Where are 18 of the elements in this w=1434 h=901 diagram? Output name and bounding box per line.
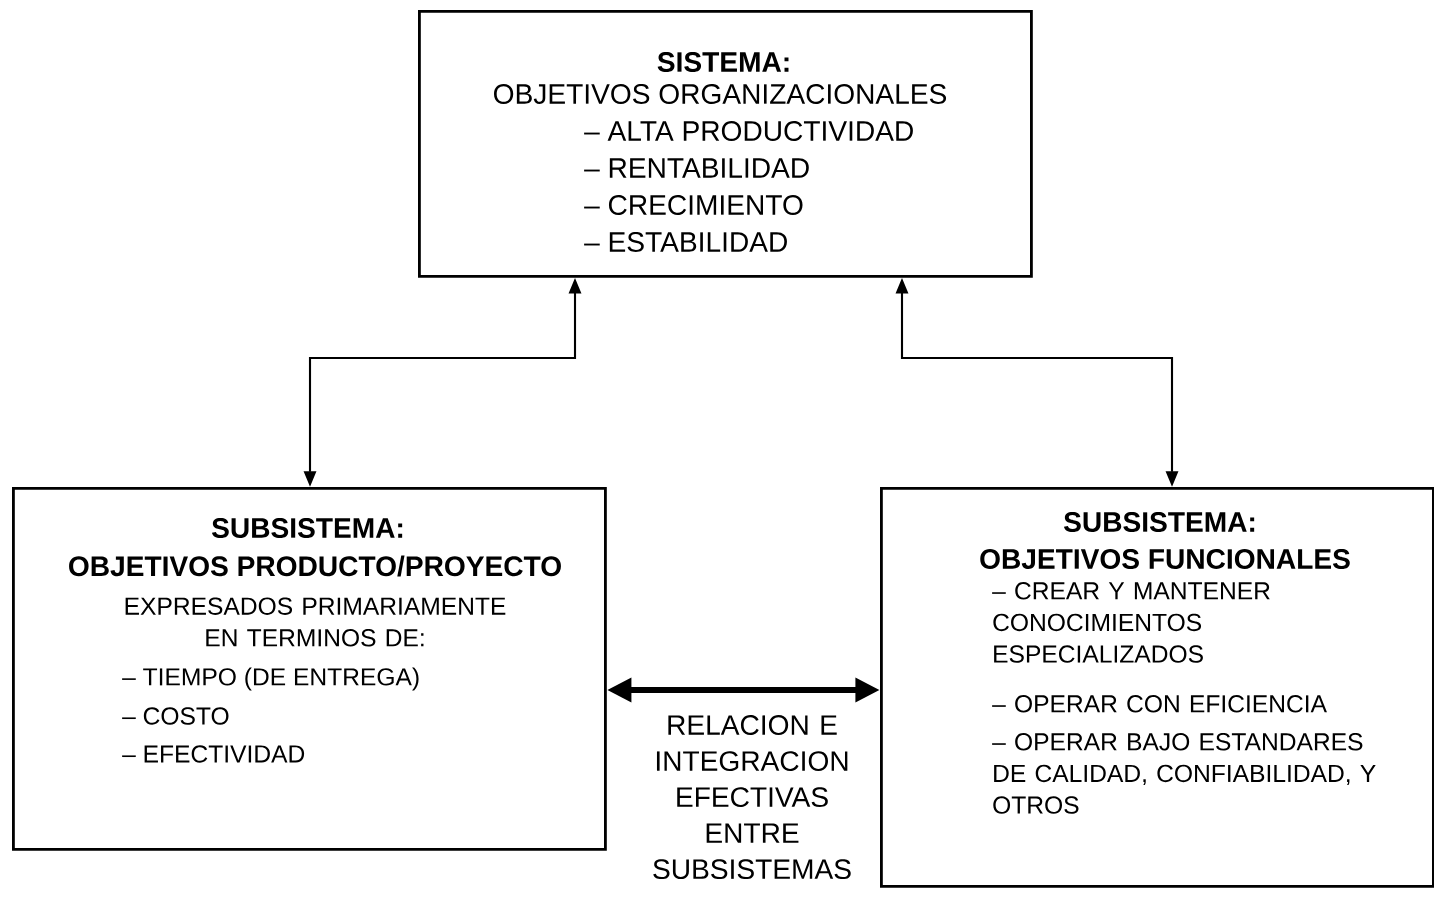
list-item: – COSTO bbox=[122, 707, 229, 725]
list-item: – ESTABILIDAD bbox=[584, 232, 787, 252]
heading: SUBSISTEMA: bbox=[1063, 512, 1255, 532]
list-item: – OPERAR CON EFICIENCIA bbox=[992, 695, 1327, 713]
list-item: – EFECTIVIDAD bbox=[122, 745, 305, 763]
heading: SUBSISTEMA: bbox=[211, 518, 403, 538]
body-text: OBJETIVOS ORGANIZACIONALES bbox=[494, 84, 947, 104]
edge-label: RELACION E INTEGRACION EFECTIVAS ENTRE SUBSISTEMAS bbox=[653, 715, 851, 880]
list-item: – CRECIMIENTO bbox=[584, 195, 803, 215]
list-item: – OPERAR BAJO ESTANDARES DE CALIDAD, CONFIABILIDAD, Y OTROS bbox=[992, 733, 1376, 814]
heading: SISTEMA: bbox=[657, 52, 789, 72]
list-item: – TIEMPO (DE ENTREGA) bbox=[122, 667, 419, 691]
list-item: – CREAR Y MANTENER CONOCIMIENTOS ESPECIALIZADOS bbox=[992, 582, 1270, 663]
list-item: – ALTA PRODUCTIVIDAD bbox=[584, 121, 913, 141]
body-text: EXPRESADOS PRIMARIAMENTE EN TERMINOS DE: bbox=[125, 597, 506, 647]
heading: OBJETIVOS PRODUCTO/PROYECTO bbox=[69, 555, 561, 577]
heading: OBJETIVOS FUNCIONALES bbox=[980, 549, 1350, 569]
list-item: – RENTABILIDAD bbox=[584, 158, 809, 178]
